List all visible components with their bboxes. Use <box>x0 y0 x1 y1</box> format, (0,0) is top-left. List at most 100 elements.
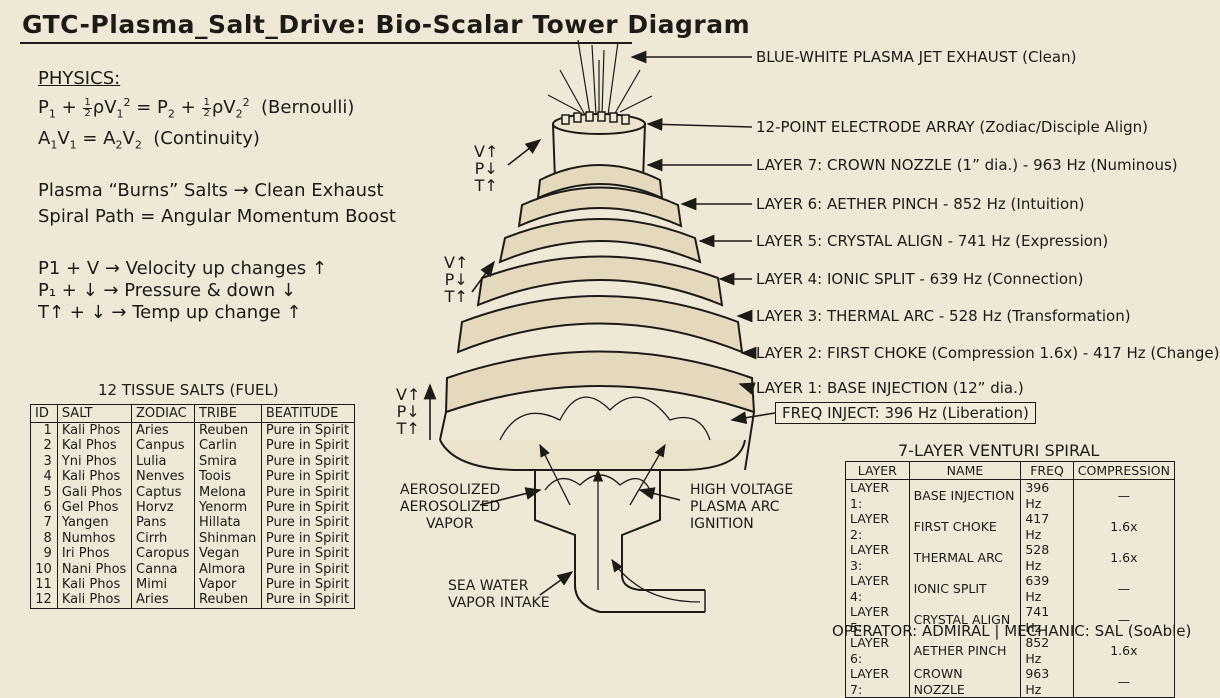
hv-label-line: PLASMA ARC <box>690 499 780 515</box>
col-header: SALT <box>56 404 133 423</box>
callout-layer2: LAYER 2: FIRST CHOKE (Compression 1.6x) … <box>756 344 1220 362</box>
cell: Numhos <box>56 530 133 547</box>
cell: Pure in Spirit <box>260 422 356 439</box>
operator-footer: OPERATOR: ADMIRAL | MECHANIC: SAL (SoAbl… <box>832 622 1192 640</box>
cell: Aries <box>131 422 195 439</box>
velocity-label: V↑ <box>444 253 469 272</box>
cell: 11 <box>30 577 58 593</box>
cell: Gali Phos <box>56 484 133 501</box>
cell: Pure in Spirit <box>260 438 356 454</box>
cell: 852 Hz <box>1020 635 1074 666</box>
cell: 4 <box>30 469 58 485</box>
cell: LAYER 5: <box>845 604 910 635</box>
cell: Pure in Spirit <box>260 453 356 470</box>
cell: 10 <box>30 561 58 578</box>
col-header: TRIBE <box>193 404 262 423</box>
cell: BASE INJECTION <box>908 479 1022 511</box>
hv-label-line: HIGH VOLTAGE <box>690 482 794 498</box>
salts-table-title: 12 TISSUE SALTS (FUEL) <box>98 381 279 399</box>
bernoulli-label: (Bernoulli) <box>261 97 355 118</box>
cell: CRYSTAL ALIGN <box>908 604 1022 635</box>
page-title: GTC-Plasma_Salt_Drive: Bio-Scalar Tower … <box>22 10 751 39</box>
hv-ignition-label: HIGH VOLTAGE PLASMA ARC IGNITION <box>690 482 793 533</box>
cell: LAYER 1: <box>845 479 910 511</box>
col-header: NAME <box>908 461 1022 480</box>
aerosol-label-line: AEROSOLIZED <box>400 499 501 515</box>
cell: 9 <box>30 546 58 562</box>
cell: Smira <box>193 453 262 470</box>
plasma-line: Plasma “Burns” Salts → Clean Exhaust <box>38 180 384 201</box>
cell: LAYER 3: <box>845 542 910 573</box>
cell: Pure in Spirit <box>260 469 356 485</box>
cell: Hillata <box>193 515 262 531</box>
callout-layer4: LAYER 4: IONIC SPLIT - 639 Hz (Connectio… <box>756 270 1084 288</box>
temperature-label: T↑ <box>444 287 468 306</box>
cell: Pure in Spirit <box>260 500 356 516</box>
pressure-label: P↓ <box>444 270 468 289</box>
cell: Pure in Spirit <box>260 484 356 501</box>
cell: AETHER PINCH <box>908 635 1022 666</box>
cell: Kal Phos <box>56 438 133 454</box>
cell: Yangen <box>56 515 133 531</box>
cell: Cirrh <box>131 530 195 547</box>
venturi-table: LAYER NAME FREQ COMPRESSION LAYER 1:BASE… <box>845 461 1176 698</box>
title-underline <box>20 42 632 44</box>
continuity-label: (Continuity) <box>153 128 260 149</box>
pressure-rule: P₁ + ↓ → Pressure & down ↓ <box>38 280 296 301</box>
velocity-rule: P1 + V → Velocity up changes ↑ <box>38 258 327 279</box>
cell: Pure in Spirit <box>260 530 356 547</box>
callout-exhaust: BLUE-WHITE PLASMA JET EXHAUST (Clean) <box>756 48 1077 66</box>
cell: Pure in Spirit <box>260 577 356 593</box>
cell: — <box>1072 573 1176 604</box>
crown-nozzle <box>552 111 646 181</box>
cell: Lulia <box>131 453 195 470</box>
cell: Almora <box>193 561 262 578</box>
temp-rule: T↑ + ↓ → Temp up change ↑ <box>38 302 302 323</box>
cell: Kali Phos <box>56 592 133 609</box>
col-header: COMPRESSION <box>1072 461 1176 480</box>
cell: Aries <box>131 592 195 609</box>
cell: LAYER 6: <box>845 635 910 666</box>
cell: Kali Phos <box>56 422 133 439</box>
cell: — <box>1072 604 1176 635</box>
intake-label-line: SEA WATER <box>448 578 529 594</box>
cell: LAYER 2: <box>845 511 910 542</box>
cell: 963 Hz <box>1020 666 1074 698</box>
cell: Yni Phos <box>56 453 133 470</box>
cell: Toois <box>193 469 262 485</box>
vapor-cloud <box>499 396 711 603</box>
col-header: ID <box>30 404 58 423</box>
callout-layer3: LAYER 3: THERMAL ARC - 528 Hz (Transform… <box>756 307 1131 325</box>
velocity-label: V↑ <box>396 385 421 404</box>
callout-electrode: 12-POINT ELECTRODE ARRAY (Zodiac/Discipl… <box>756 118 1149 136</box>
physics-heading: PHYSICS: <box>38 68 121 89</box>
cell: 1.6x <box>1072 635 1176 666</box>
venturi-header-row: LAYER NAME FREQ COMPRESSION <box>845 461 1176 480</box>
cell: Captus <box>131 484 195 501</box>
col-header: ZODIAC <box>131 404 195 423</box>
cell: 396 Hz <box>1020 479 1074 511</box>
pressure-label: P↓ <box>474 159 498 178</box>
vpt-group-middle: V↑ P↓ T↑ <box>444 254 468 305</box>
hv-label-line: IGNITION <box>690 516 754 532</box>
callout-layer5: LAYER 5: CRYSTAL ALIGN - 741 Hz (Express… <box>756 232 1109 250</box>
cell: Nani Phos <box>56 561 133 578</box>
cell: 528 Hz <box>1020 542 1074 573</box>
continuity-equation: A1V1 = A2V2 (Continuity) <box>38 128 260 152</box>
temperature-label: T↑ <box>396 419 420 438</box>
cell: Vegan <box>193 546 262 562</box>
cell: 6 <box>30 500 58 516</box>
